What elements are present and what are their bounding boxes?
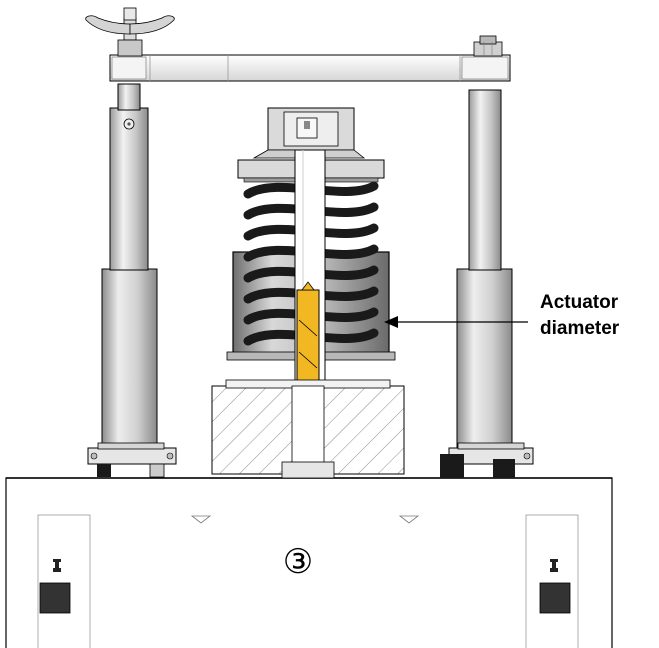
actuator-rod (296, 281, 320, 389)
top-crossbar (109, 54, 511, 82)
wing-nut-icon (85, 7, 175, 57)
right-fitting (539, 559, 571, 614)
right-dark-block (539, 582, 571, 614)
actuator-diameter-callout: Actuator diameter (540, 290, 659, 342)
base-marker: ③ (282, 542, 314, 582)
callout-line-2: diameter (540, 318, 620, 339)
left-post (87, 83, 177, 478)
mounting-block (211, 379, 405, 479)
arrow-left-icon (384, 316, 528, 328)
callout-line-1: Actuator (540, 292, 619, 313)
base-housing (5, 477, 613, 648)
left-fitting (39, 559, 71, 614)
right-post (440, 89, 534, 478)
left-dark-block (39, 582, 71, 614)
hex-nut-icon (473, 35, 503, 57)
base-notch-right (398, 515, 420, 524)
base-left-panel (37, 514, 91, 648)
actuator-top-bracket (252, 107, 366, 159)
base-notch-left (190, 515, 212, 524)
base-right-panel (525, 514, 579, 648)
